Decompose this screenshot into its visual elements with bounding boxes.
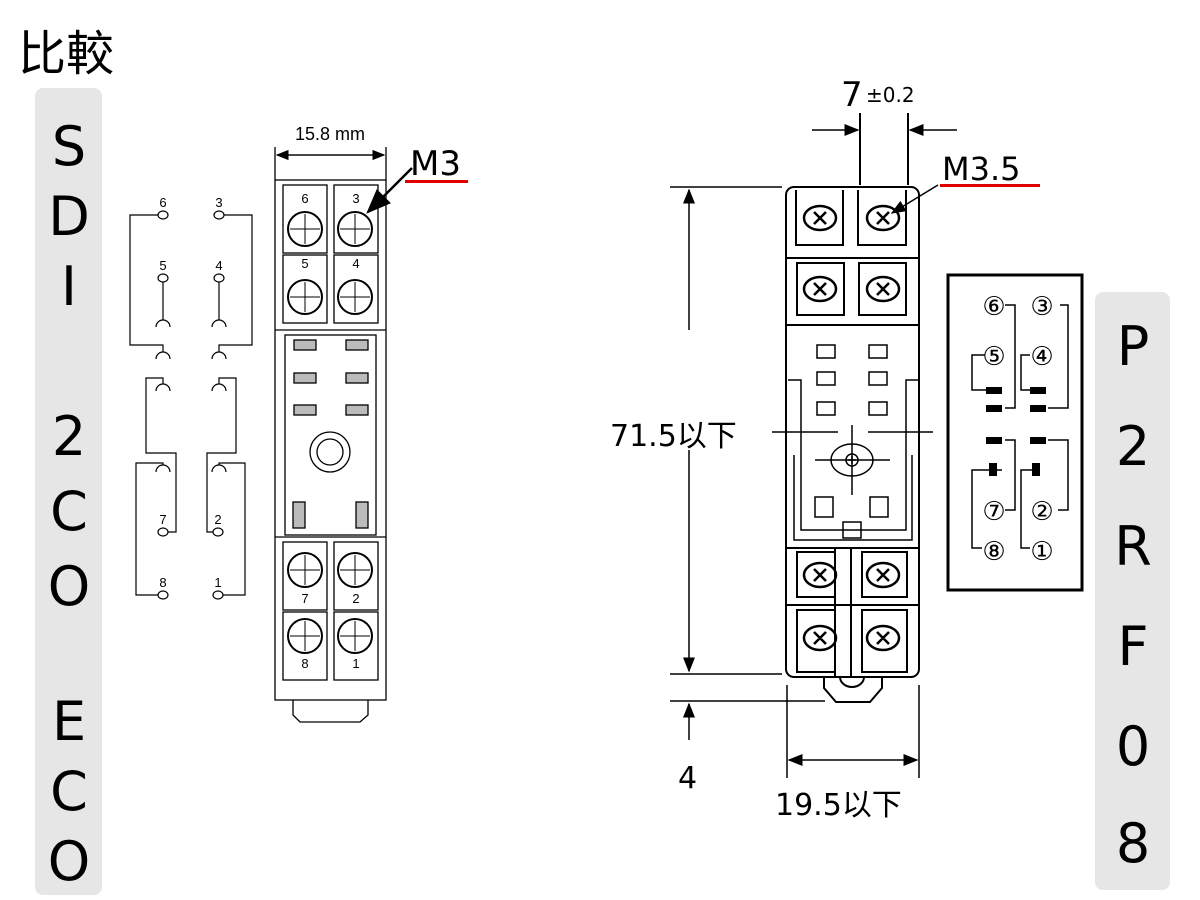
char: R — [1114, 515, 1152, 578]
char: C — [50, 760, 88, 823]
pin-label: ⑥ — [982, 292, 1005, 322]
pitch-dimension: 7 — [841, 75, 863, 115]
width-dimension: 19.5以下 — [775, 788, 902, 823]
pin-diagram: ⑥ ③ ⑤ ④ ⑦ ② ⑧ ① — [946, 273, 1084, 592]
terminal-label: 3 — [352, 191, 359, 206]
char: E — [52, 690, 86, 753]
left-screw-size: M3 — [410, 144, 461, 184]
pin-label: ② — [1030, 497, 1053, 527]
right-model-panel — [1095, 292, 1170, 890]
terminal-label: 2 — [352, 591, 359, 606]
char: 8 — [1116, 812, 1150, 875]
char: P — [1117, 315, 1150, 378]
terminal-label: 8 — [159, 575, 166, 590]
pin-label: ⑧ — [982, 537, 1005, 567]
left-socket-drawing — [274, 147, 413, 723]
terminal-label: 2 — [214, 512, 221, 527]
char: O — [48, 555, 91, 618]
title: 比較 — [18, 26, 114, 82]
clip-dimension: 4 — [678, 761, 697, 796]
left-model-panel — [35, 88, 102, 895]
left-width-dimension: 15.8 mm — [295, 124, 365, 144]
socket-terminal-labels: 6 3 5 4 7 2 8 1 — [301, 191, 359, 671]
terminal-label: 1 — [214, 575, 221, 590]
terminal-label: 4 — [215, 258, 222, 273]
schematic-labels: 6 3 5 4 7 2 8 1 — [159, 195, 222, 590]
right-screw-underline — [940, 184, 1040, 187]
terminal-label: 6 — [301, 191, 308, 206]
left-model-label: S D I 2 C O E C O — [48, 115, 91, 893]
pin-label: ⑤ — [982, 342, 1005, 372]
terminal-label: 5 — [159, 258, 166, 273]
terminal-label: 6 — [159, 195, 166, 210]
terminal-label: 5 — [301, 256, 308, 271]
char: S — [52, 115, 86, 178]
terminal-label: 8 — [301, 656, 308, 671]
char: O — [48, 830, 91, 893]
left-schematic — [129, 210, 253, 600]
pin-label: ③ — [1030, 292, 1053, 322]
pitch-tolerance: ±0.2 — [866, 83, 915, 107]
left-screw-underline — [405, 180, 468, 183]
pin-label: ④ — [1030, 342, 1053, 372]
right-screw-size: M3.5 — [942, 150, 1021, 188]
char: 0 — [1116, 715, 1150, 778]
char: I — [61, 255, 77, 318]
pin-label: ① — [1030, 537, 1053, 567]
terminal-label: 7 — [301, 591, 308, 606]
char: F — [1117, 615, 1148, 678]
char: D — [48, 185, 90, 248]
height-dimension: 71.5以下 — [610, 419, 737, 454]
char: C — [50, 480, 88, 543]
terminal-label: 7 — [159, 512, 166, 527]
terminal-label: 3 — [215, 195, 222, 210]
terminal-label: 1 — [352, 656, 359, 671]
char: 2 — [52, 405, 86, 468]
right-socket-drawing — [670, 113, 957, 778]
char: 2 — [1116, 415, 1150, 478]
pin-label: ⑦ — [982, 497, 1005, 527]
terminal-label: 4 — [352, 256, 359, 271]
right-model-label: P 2 R F 0 8 — [1114, 315, 1152, 875]
